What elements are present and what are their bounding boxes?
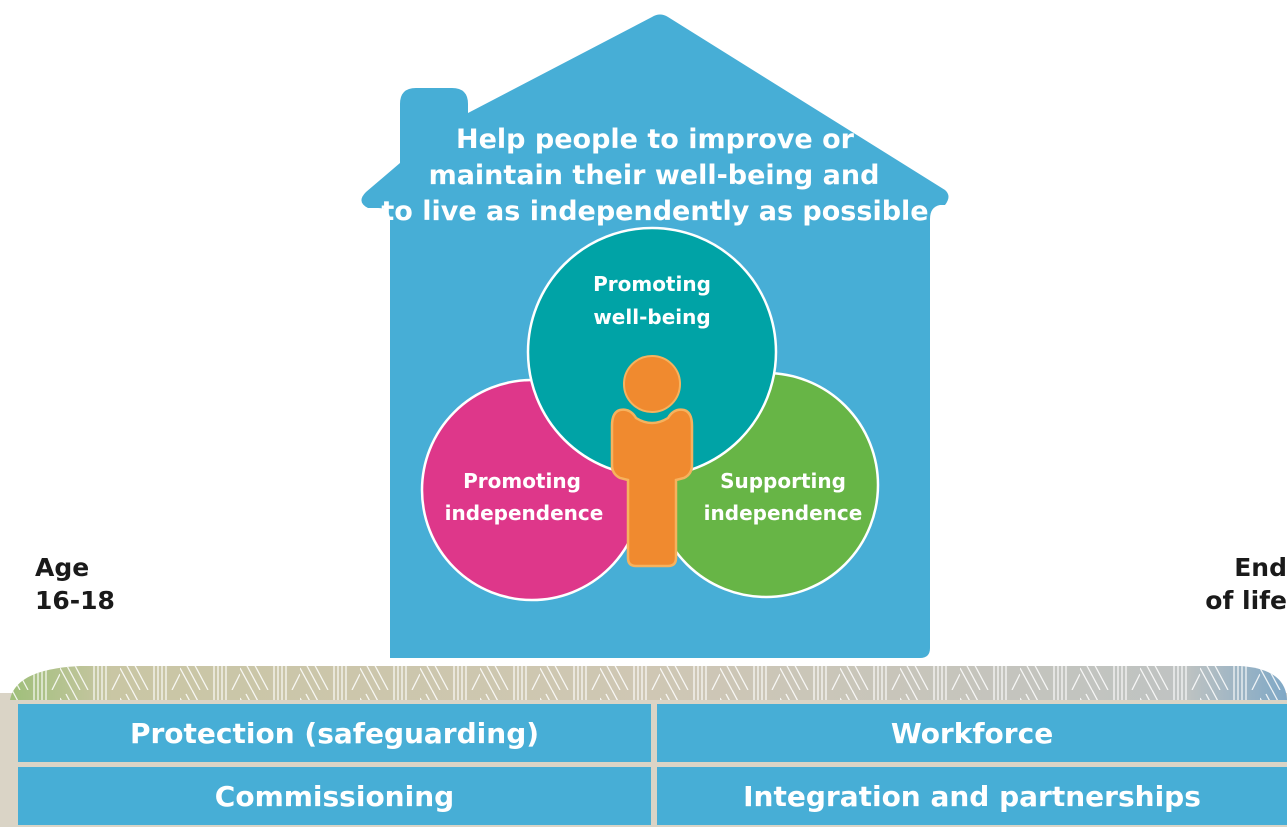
house-title-line-3: to live as independently as possible	[381, 196, 928, 227]
house-title-line-1: Help people to improve or	[456, 124, 855, 155]
workforce-bar: Workforce	[657, 704, 1287, 762]
commissioning-bar: Commissioning	[18, 767, 651, 825]
timeline-end-line-1: End	[1234, 553, 1287, 582]
right-circle-label-line-1: Supporting	[720, 469, 846, 493]
timeline-end-label: End of life	[1205, 551, 1287, 617]
ground-strip-texture	[10, 666, 1287, 700]
right-circle-label-line-2: independence	[704, 501, 863, 525]
left-circle-label-line-1: Promoting	[463, 469, 581, 493]
person-icon	[610, 355, 694, 568]
integration-bar: Integration and partnerships	[657, 767, 1287, 825]
top-circle-label-line-1: Promoting	[593, 272, 711, 296]
timeline-start-line-2: 16-18	[35, 586, 115, 615]
timeline-start-label: Age 16-18	[35, 551, 115, 617]
timeline-end-line-2: of life	[1205, 586, 1287, 615]
protection-bar: Protection (safeguarding)	[18, 704, 651, 762]
top-circle-label-line-2: well-being	[593, 305, 710, 329]
timeline-start-line-1: Age	[35, 553, 90, 582]
house-title-line-2: maintain their well-being and	[429, 160, 880, 191]
left-circle-label-line-2: independence	[445, 501, 604, 525]
